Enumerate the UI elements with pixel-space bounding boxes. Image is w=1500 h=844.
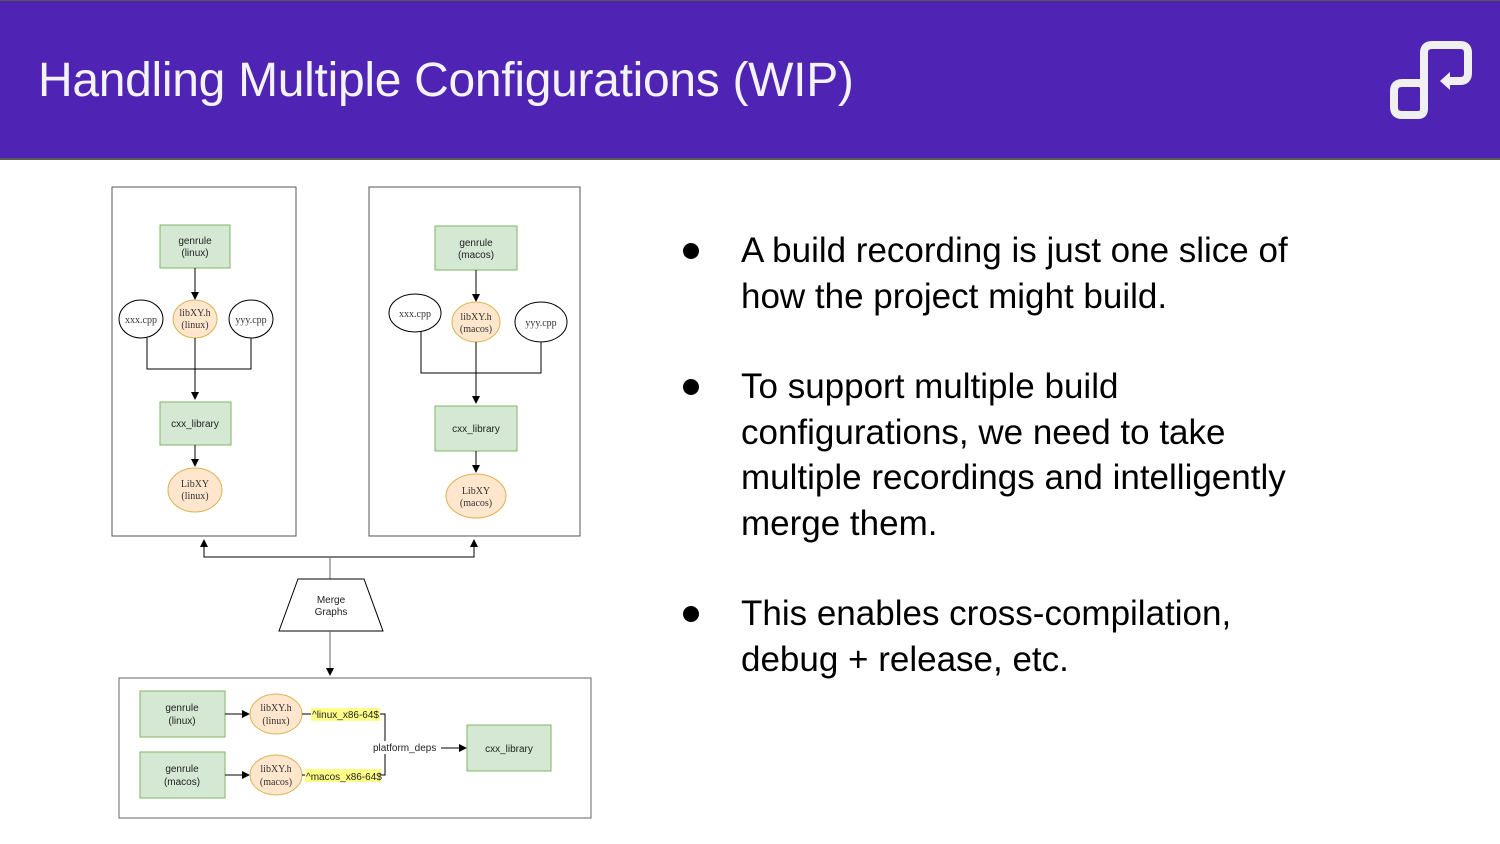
bullet-dot-icon (683, 379, 699, 395)
platform-deps-label: platform_deps (373, 743, 436, 754)
libxy-h-macos-merged-node: libXY.h (macos) (249, 754, 303, 796)
node-label: libXY.h (179, 308, 210, 319)
bullet-item: A build recording is just one slice of h… (680, 228, 1320, 319)
node-label: genrule (178, 236, 212, 247)
build-graph-diagram: genrule (linux) xxx.cpp libXY.h (linux) … (111, 186, 592, 819)
node-label: xxx.cpp (399, 309, 431, 320)
node-label: (macos) (460, 498, 492, 509)
macos-build-graph: genrule (macos) xxx.cpp libXY.h (macos) … (368, 186, 581, 537)
node-label: Graphs (315, 607, 348, 618)
node-label: libXY.h (260, 764, 291, 775)
node-label: (linux) (181, 320, 208, 331)
bullet-dot-icon (683, 243, 699, 259)
libxy-h-linux-merged-node: libXY.h (linux) (249, 693, 303, 735)
node-label: (macos) (460, 324, 492, 335)
slide-title: Handling Multiple Configurations (WIP) (38, 54, 854, 107)
node-label: (linux) (181, 248, 208, 259)
node-label: genrule (165, 764, 199, 775)
node-label: LibXY (462, 486, 490, 497)
cxx-library-macos-node: cxx_library (434, 405, 518, 452)
cxx-library-merged-node: cxx_library (466, 724, 552, 772)
genrule-linux-node: genrule (linux) (159, 224, 231, 269)
node-label: genrule (459, 238, 493, 249)
genrule-macos-node: genrule (macos) (434, 225, 518, 271)
node-label: (linux) (168, 716, 195, 727)
merge-graphs-node: Merge Graphs (278, 578, 384, 632)
node-label: (macos) (260, 777, 292, 788)
libxy-h-macos-node: libXY.h (macos) (451, 301, 501, 343)
bullet-text: This enables cross-compilation, debug + … (741, 594, 1232, 679)
node-label: cxx_library (485, 744, 533, 755)
bullet-text: A build recording is just one slice of h… (741, 231, 1288, 316)
node-label: (linux) (181, 491, 208, 502)
node-label: yyy.cpp (525, 318, 556, 329)
libxy-linux-output-node: LibXY (linux) (167, 467, 223, 513)
loop-arrow-logo-icon (1390, 41, 1472, 119)
linux-build-graph: genrule (linux) xxx.cpp libXY.h (linux) … (111, 186, 297, 537)
merged-build-graph: genrule (linux) genrule (macos) libXY.h … (118, 677, 592, 819)
node-label: (macos) (458, 250, 494, 261)
genrule-linux-merged-node: genrule (linux) (139, 690, 226, 738)
node-label: cxx_library (452, 424, 500, 435)
node-label: (linux) (262, 716, 289, 727)
node-label: genrule (165, 703, 199, 714)
selector-label-linux: ^linux_x86-64$ (312, 710, 379, 721)
cxx-library-linux-node: cxx_library (159, 401, 232, 446)
bullet-item: This enables cross-compilation, debug + … (680, 591, 1320, 682)
yyy-cpp-linux-node: yyy.cpp (228, 299, 274, 339)
bullet-text: To support multiple build configurations… (741, 367, 1286, 543)
node-label: (macos) (164, 777, 200, 788)
bullet-dot-icon (683, 606, 699, 622)
node-label: libXY.h (460, 312, 491, 323)
merge-connectors: Merge Graphs (200, 539, 478, 676)
node-label: xxx.cpp (125, 315, 157, 326)
node-label: cxx_library (171, 419, 219, 430)
selector-label-macos: ^macos_x86-64$ (306, 772, 382, 783)
slide-header: Handling Multiple Configurations (WIP) (0, 0, 1500, 160)
node-label: libXY.h (260, 703, 291, 714)
libxy-macos-output-node: LibXY (macos) (445, 473, 507, 519)
xxx-cpp-linux-node: xxx.cpp (118, 299, 164, 339)
node-label: LibXY (181, 479, 209, 490)
bullet-item: To support multiple build configurations… (680, 364, 1320, 546)
node-label: yyy.cpp (235, 315, 266, 326)
libxy-h-linux-node: libXY.h (linux) (172, 299, 218, 339)
bullet-list: A build recording is just one slice of h… (680, 228, 1320, 727)
xxx-cpp-macos-node: xxx.cpp (388, 293, 442, 333)
genrule-macos-merged-node: genrule (macos) (139, 751, 226, 799)
node-label: Merge (317, 595, 346, 606)
yyy-cpp-macos-node: yyy.cpp (514, 301, 568, 343)
